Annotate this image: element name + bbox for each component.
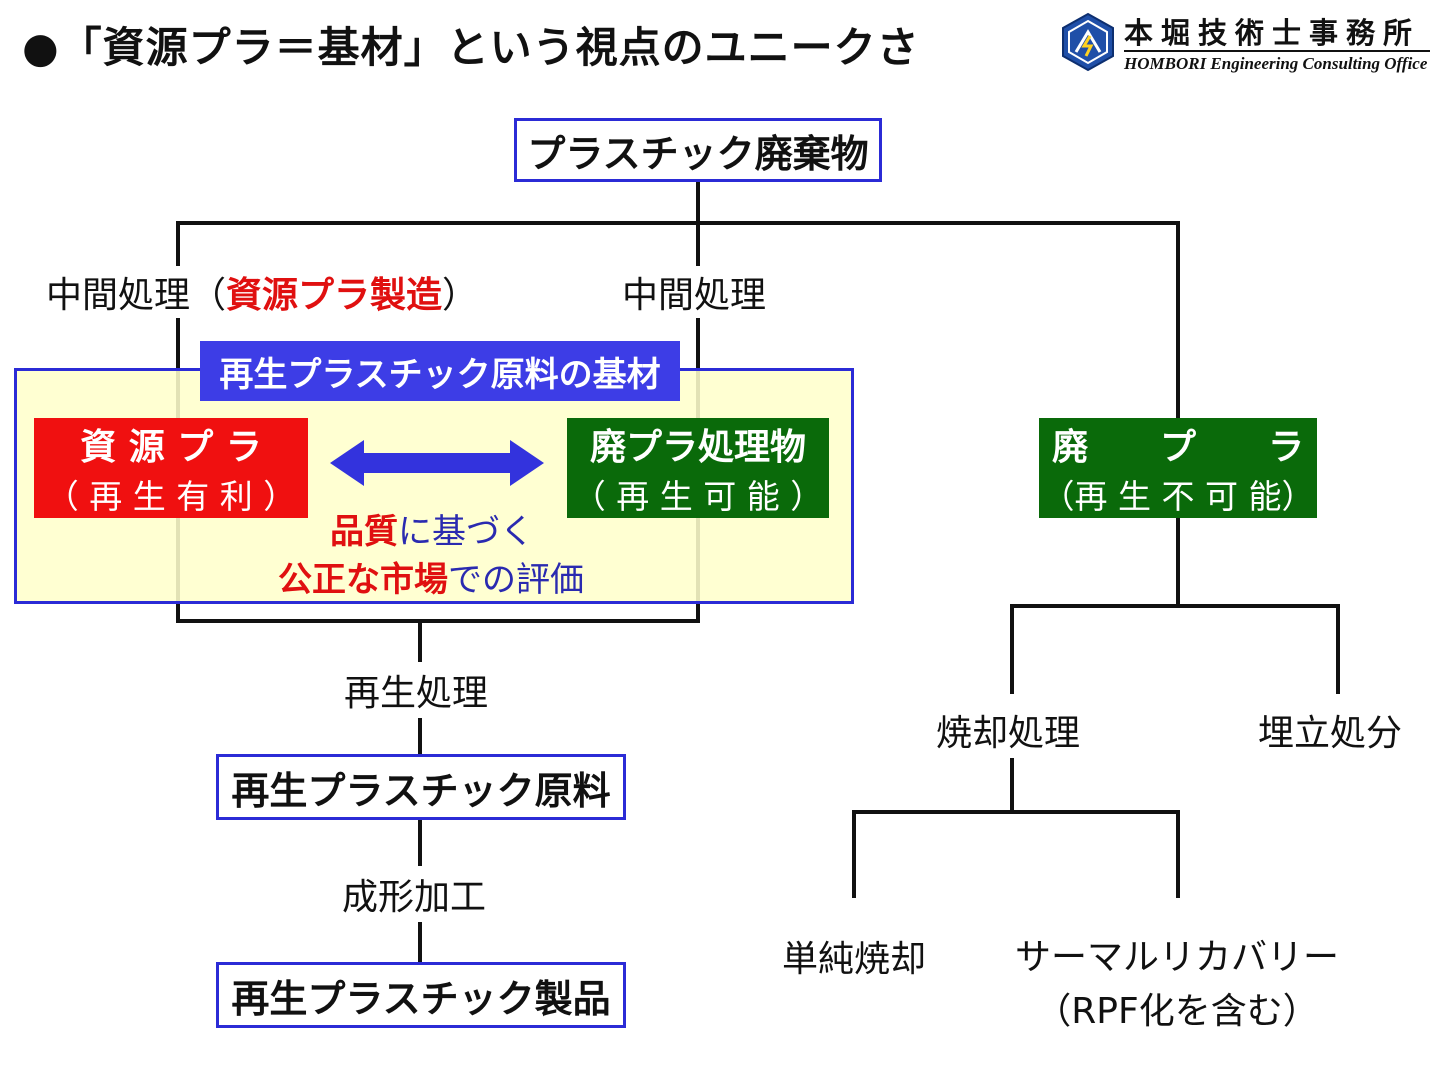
connector-line: [852, 810, 1180, 814]
label-intermediate-left: 中間処理（資源プラ製造）: [44, 266, 481, 318]
label-intermediate-prefix: 中間処理（: [46, 275, 227, 316]
logo-name-jp: 本堀技術士事務所: [1124, 16, 1421, 50]
node-haipura: 廃 プ ラ （再 生 不 可 能）: [1039, 418, 1317, 518]
label-intermediate-suffix: ）: [442, 275, 479, 316]
label-thermal-recovery: サーマルリカバリー （RPF化を含む）: [1004, 928, 1350, 1034]
connector-line: [852, 810, 856, 898]
eval-quality: 品質: [330, 512, 398, 552]
company-logo-icon: [1062, 12, 1114, 72]
eval-based-on: に基づく: [398, 512, 534, 552]
node-haipura-shori-title: 廃プラ処理物: [589, 427, 806, 468]
label-thermal-recovery-main: サーマルリカバリー: [1004, 928, 1350, 980]
node-recycled-material: 再生プラスチック原料: [216, 754, 626, 820]
page-title: ●「資源プラ＝基材」という視点のユニークさ: [22, 23, 920, 72]
node-shigen-pura-title: 資 源 プ ラ: [80, 427, 262, 468]
eval-line-2: 公正な市場での評価: [278, 552, 584, 601]
node-recycled-product: 再生プラスチック製品: [216, 962, 626, 1028]
connector-line: [176, 619, 700, 623]
connector-line: [1176, 810, 1180, 898]
node-haipura-shori: 廃プラ処理物 （ 再 生 可 能 ）: [567, 418, 829, 518]
connector-line: [1336, 604, 1340, 694]
label-intermediate-right: 中間処理: [620, 266, 769, 318]
eval-line-1: 品質に基づく: [330, 504, 534, 553]
node-haipura-shori-sub: （ 再 生 可 能 ）: [572, 477, 824, 516]
node-haipura-sub: （再 生 不 可 能）: [1041, 477, 1315, 516]
logo-name-en: HOMBORI Engineering Consulting Office: [1124, 54, 1428, 73]
node-shigen-pura-sub: （ 再 生 有 利 ）: [45, 477, 297, 516]
connector-line: [696, 181, 700, 225]
logo-divider: [1124, 50, 1430, 52]
label-recycle-process: 再生処理: [340, 662, 493, 718]
node-shigen-pura: 資 源 プ ラ （ 再 生 有 利 ）: [34, 418, 308, 518]
label-intermediate-emph: 資源プラ製造: [226, 275, 443, 316]
connector-line: [1176, 221, 1180, 607]
base-material-banner: 再生プラスチック原料の基材: [200, 341, 680, 401]
eval-fair-market: 公正な市場: [278, 560, 448, 600]
label-thermal-recovery-note: （RPF化を含む）: [1004, 982, 1350, 1034]
label-incineration: 焼却処理: [932, 702, 1085, 758]
label-landfill: 埋立処分: [1254, 702, 1407, 758]
connector-line: [1010, 604, 1340, 608]
connector-line: [176, 221, 1180, 225]
label-simple-incineration: 単純焼却: [778, 928, 931, 984]
node-haipura-title: 廃 プ ラ: [1051, 427, 1304, 468]
label-molding: 成形加工: [338, 866, 491, 922]
double-arrow-icon: [330, 440, 544, 486]
node-plastic-waste: プラスチック廃棄物: [514, 118, 882, 182]
connector-line: [1010, 756, 1014, 812]
connector-line: [1010, 604, 1014, 694]
eval-evaluation: での評価: [448, 560, 584, 600]
